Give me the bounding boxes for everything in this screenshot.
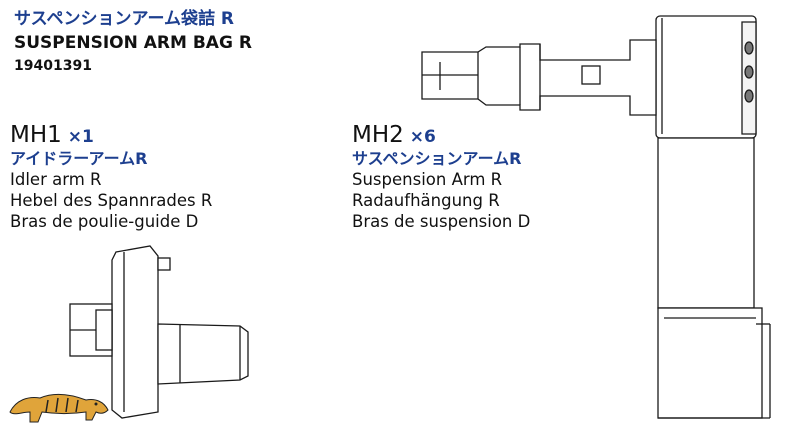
part-mh2-info: MH2×6 サスペンションアームR Suspension Arm R Radau…: [352, 122, 530, 232]
part-number: 19401391: [14, 58, 92, 74]
part-mh1-code: MH1: [10, 122, 62, 148]
part-mh1-qty: ×1: [67, 127, 94, 147]
part-mh1-name-en: Idler arm R: [10, 170, 102, 189]
part-mh2-name-de: Radaufhängung R: [352, 191, 500, 210]
tiger-logo-icon: [9, 393, 109, 423]
title-japanese: サスペンションアーム袋詰 R: [14, 9, 234, 29]
part-mh1-name-jp: アイドラーアームR: [10, 149, 148, 168]
suspension-arm-drawing: [421, 15, 771, 419]
part-mh2-qty: ×6: [409, 127, 436, 147]
part-mh1-name-fr: Bras de poulie-guide D: [10, 212, 199, 231]
part-mh1-info: MH1×1 アイドラーアームR Idler arm R Hebel des Sp…: [10, 122, 212, 232]
title-english: SUSPENSION ARM BAG R: [14, 33, 252, 53]
part-mh1-name-de: Hebel des Spannrades R: [10, 191, 213, 210]
part-mh2-name-en: Suspension Arm R: [352, 170, 503, 189]
part-mh2-code: MH2: [352, 122, 404, 148]
part-mh2-name-jp: サスペンションアームR: [352, 149, 522, 168]
part-mh2-name-fr: Bras de suspension D: [352, 212, 531, 231]
idler-arm-drawing: [69, 245, 249, 419]
